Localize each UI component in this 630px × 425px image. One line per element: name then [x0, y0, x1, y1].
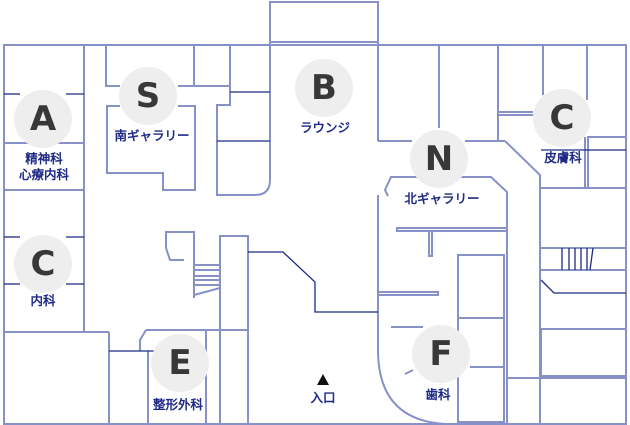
label-north-gallery: 北ギャラリー — [404, 191, 480, 206]
marker-b[interactable]: B — [295, 59, 353, 117]
marker-c-dermatology[interactable]: C — [533, 89, 591, 147]
marker-n[interactable]: N — [410, 130, 468, 188]
marker-f[interactable]: F — [412, 325, 470, 383]
marker-e[interactable]: E — [151, 334, 209, 392]
marker-a[interactable]: A — [14, 90, 72, 148]
label-dermatology: 皮膚科 — [544, 150, 582, 165]
entrance-arrow-icon — [317, 374, 329, 385]
label-psychiatry: 精神科心療内科 — [19, 151, 69, 183]
label-line-2: 心療内科 — [18, 167, 70, 182]
label-south-gallery: 南ギャラリー — [114, 128, 190, 143]
marker-c-internal[interactable]: C — [14, 235, 72, 293]
marker-s[interactable]: S — [119, 67, 177, 125]
label-orthopedics: 整形外科 — [152, 397, 204, 412]
label-internal-medicine: 内科 — [30, 293, 56, 308]
label-lounge: ラウンジ — [299, 120, 351, 135]
label-dentistry: 歯科 — [425, 387, 451, 402]
walls — [3, 1, 627, 425]
label-line-1: 精神科 — [25, 151, 63, 166]
label-entrance[interactable]: 入口 — [310, 390, 336, 405]
dark-walls — [4, 91, 626, 352]
